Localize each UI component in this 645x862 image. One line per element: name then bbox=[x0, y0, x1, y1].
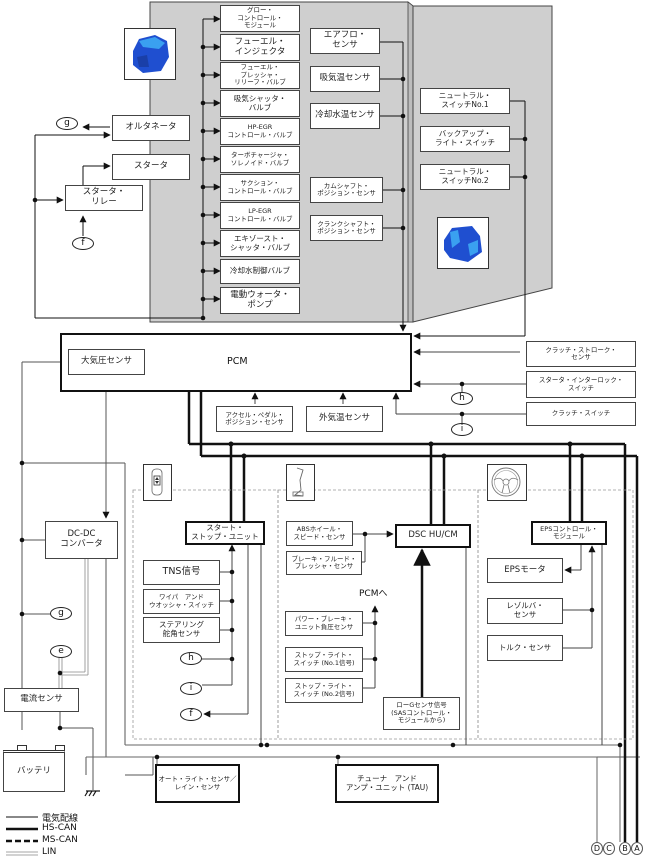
to-pcm-label: PCMへ bbox=[359, 589, 388, 599]
camshaft-position-sensor-box: カムシャフト・ ポジション・センサ bbox=[310, 177, 383, 203]
ref-h-pcm: h bbox=[451, 392, 473, 405]
clutch-switch-box: クラッチ・スイッチ bbox=[526, 402, 636, 426]
starter-relay-box: スタータ・ リレー bbox=[65, 185, 143, 211]
ref-f-ss: f bbox=[180, 708, 202, 721]
intake-air-temp-sensor-box: 吸気温センサ bbox=[310, 66, 380, 92]
exhaust-shutter-valve-box: エキゾースト・ シャッタ・バルブ bbox=[220, 230, 300, 257]
connector-b: B bbox=[619, 842, 631, 855]
battery-box: バッテリ bbox=[3, 750, 65, 792]
transmission-panel bbox=[407, 1, 414, 323]
wiper-washer-switch-box: ワイパ アンド ウオッシャ・スイッチ bbox=[143, 589, 220, 614]
brake-pedal-icon bbox=[286, 464, 315, 501]
starter-interlock-switch-box: スタータ・インターロック・ スイッチ bbox=[526, 371, 636, 398]
intake-shutter-valve-box: 吸気シャッタ・ バルブ bbox=[220, 90, 300, 117]
fuel-injector-box: フューエル・ インジェクタ bbox=[220, 34, 300, 61]
resolver-sensor-box: レゾルバ・ センサ bbox=[487, 598, 563, 624]
dcdc-converter-box: DC-DC コンバータ bbox=[45, 521, 118, 559]
ref-i-ss: i bbox=[180, 682, 202, 695]
ref-e: e bbox=[50, 645, 72, 658]
abs-wheel-speed-sensor-box: ABSホイール・ スピード・センサ bbox=[286, 521, 353, 546]
engine-icon bbox=[124, 28, 176, 80]
starter-box: スタータ bbox=[112, 154, 190, 180]
low-g-sensor-signal-box: ローGセンサ信号 (SASコントロール・ モジュールから) bbox=[383, 697, 460, 730]
steering-wheel-icon bbox=[487, 464, 527, 501]
neutral-switch-1-box: ニュートラル・ スイッチNo.1 bbox=[420, 88, 510, 114]
steering-angle-sensor-box: ステアリング 舵角センサ bbox=[143, 617, 220, 643]
eps-control-module-box: EPSコントロール・ モジュール bbox=[531, 521, 607, 545]
baro-sensor-box: 大気圧センサ bbox=[68, 349, 145, 375]
turbocharger-solenoid-valve-box: ターボチャージャ・ ソレノイド・バルブ bbox=[220, 146, 300, 173]
current-sensor-box: 電流センサ bbox=[4, 688, 79, 712]
legend-hs-can: HS-CAN bbox=[42, 823, 77, 833]
ambient-temp-sensor-box: 外気温センサ bbox=[306, 406, 383, 432]
pcm-title: PCM bbox=[227, 356, 248, 367]
coolant-control-valve-box: 冷却水制御バルブ bbox=[220, 259, 300, 284]
dsc-hu-cm-box: DSC HU/CM bbox=[395, 524, 471, 548]
airflow-sensor-box: エアフロ・ センサ bbox=[310, 28, 380, 54]
glow-control-module-box: グロー・ コントロール・ モジュール bbox=[220, 5, 300, 32]
accel-pedal-position-sensor-box: アクセル・ペダル・ ポジション・センサ bbox=[216, 406, 293, 432]
coolant-temp-sensor-box: 冷却水温センサ bbox=[310, 103, 380, 129]
backup-light-switch-box: バックアップ・ ライト・スイッチ bbox=[420, 126, 510, 152]
auto-light-rain-sensor-box: オート・ライト・センサ／ レイン・センサ bbox=[155, 764, 240, 803]
connector-d: D bbox=[591, 842, 603, 855]
stop-light-switch-1-box: ストップ・ライト・ スイッチ (No.1信号) bbox=[285, 647, 363, 672]
fuel-pressure-relief-valve-box: フューエル・ プレッシャ・ リリーフ・バルブ bbox=[220, 62, 300, 89]
ref-i-pcm: i bbox=[451, 423, 473, 436]
stop-light-switch-2-box: ストップ・ライト・ スイッチ (No.2信号) bbox=[285, 678, 363, 703]
ground-icon bbox=[84, 790, 100, 797]
alternator-box: オルタネータ bbox=[112, 115, 190, 141]
hp-egr-control-valve-box: HP-EGR コントロール・バルブ bbox=[220, 118, 300, 145]
legend-lin: LIN bbox=[42, 847, 57, 857]
electric-water-pump-box: 電動ウォータ・ ポンプ bbox=[220, 287, 300, 314]
power-brake-vacuum-sensor-box: パワー・ブレーキ・ ユニット負圧センサ bbox=[285, 611, 363, 636]
legend-wire: 電気配線 bbox=[42, 814, 79, 824]
smart-key-icon bbox=[143, 464, 172, 501]
start-stop-unit-box: スタート・ ストップ・ユニット bbox=[185, 521, 265, 545]
torque-sensor-box: トルク・センサ bbox=[487, 635, 563, 661]
ref-g-left: g bbox=[50, 607, 72, 620]
ref-g-top: g bbox=[56, 117, 78, 130]
connector-c: C bbox=[603, 842, 615, 855]
legend-ms-can: MS-CAN bbox=[42, 835, 78, 845]
eps-motor-box: EPSモータ bbox=[487, 558, 563, 583]
tns-signal-box: TNS信号 bbox=[143, 560, 220, 585]
connector-a: A bbox=[631, 842, 643, 855]
tuner-amp-unit-box: チューナ アンド アンプ・ユニット (TAU) bbox=[335, 764, 439, 803]
clutch-stroke-sensor-box: クラッチ・ストローク・ センサ bbox=[526, 341, 636, 367]
lp-egr-control-valve-box: LP-EGR コントロール・バルブ bbox=[220, 202, 300, 229]
neutral-switch-2-box: ニュートラル・ スイッチNo.2 bbox=[420, 164, 510, 190]
ref-h-ss: h bbox=[180, 652, 202, 665]
ref-f-top: f bbox=[72, 237, 94, 250]
brake-fluid-pressure-sensor-box: ブレーキ・フルード・ プレッシャ・センサ bbox=[286, 551, 362, 575]
transmission-icon bbox=[437, 217, 489, 269]
suction-control-valve-box: サクション・ コントロール・バルブ bbox=[220, 174, 300, 201]
crankshaft-position-sensor-box: クランクシャフト・ ポジション・センサ bbox=[310, 215, 383, 241]
